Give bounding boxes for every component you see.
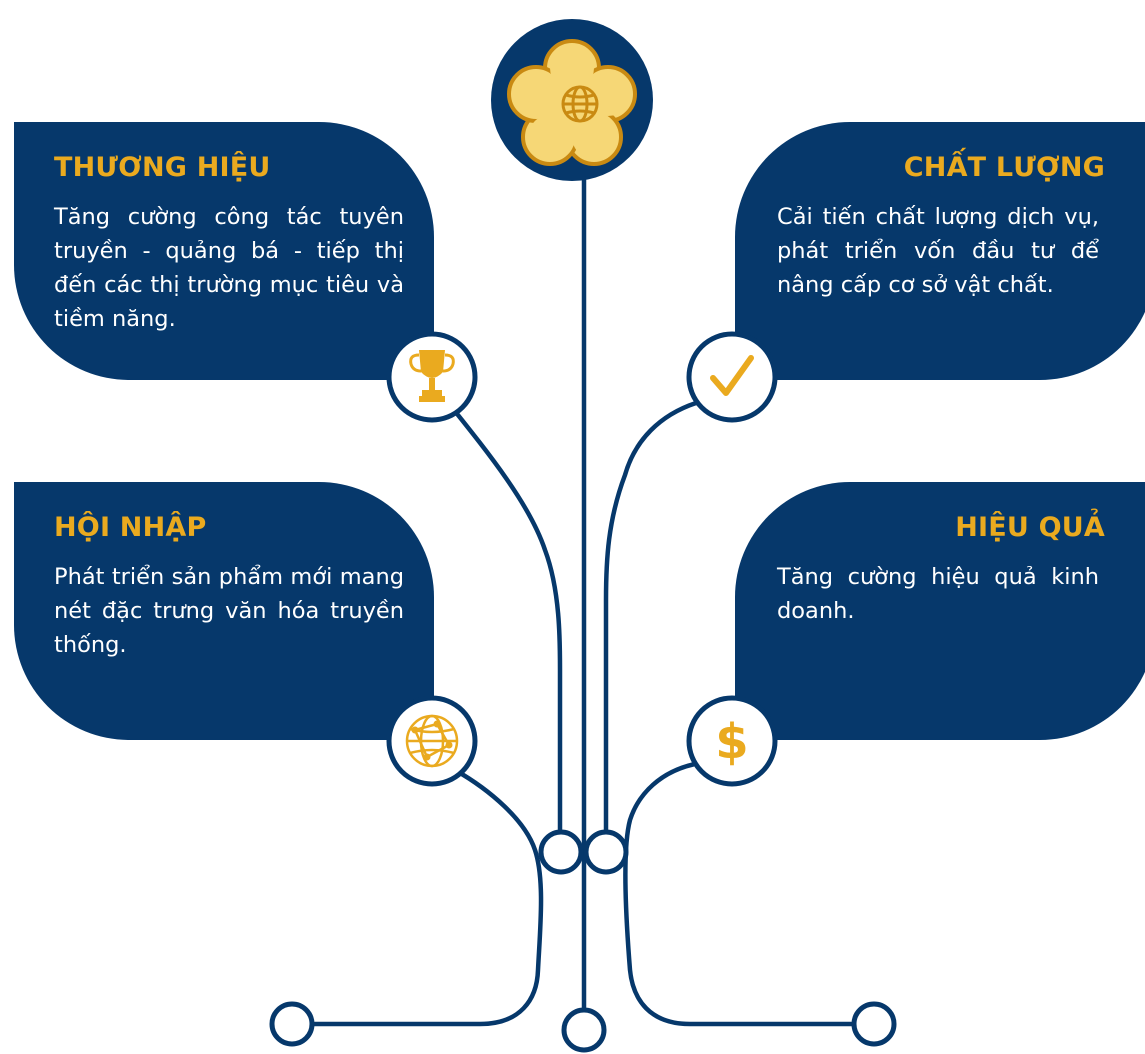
card-text-hieu-qua: Tăng cường hiệu quả kinh doanh. (777, 564, 1099, 624)
card-thuong-hieu: THƯƠNG HIỆU Tăng cường công tác tuyên tr… (14, 122, 434, 380)
branch-thuong-hieu (447, 402, 563, 838)
svg-text:$: $ (715, 714, 748, 770)
card-chat-luong: CHẤT LƯỢNG Cải tiến chất lượng dịch vụ, … (735, 122, 1145, 380)
card-title-thuong-hieu: THƯƠNG HIỆU (54, 152, 271, 183)
globe-network-icon (386, 695, 478, 787)
root-node-center-bottom (561, 1007, 607, 1053)
dollar-icon: $ (686, 695, 778, 787)
root-node-right (851, 1001, 897, 1047)
branch-hieu-qua (623, 760, 855, 1027)
card-text-hoi-nhap: Phát triển sản phẩm mới mang nét đặc trư… (54, 564, 404, 658)
checkmark-icon (686, 331, 778, 423)
card-title-hieu-qua: HIỆU QUẢ (955, 512, 1105, 543)
trophy-icon (386, 331, 478, 423)
root-nodes (269, 829, 897, 1053)
card-hieu-qua: HIỆU QUẢ Tăng cường hiệu quả kinh doanh. (735, 482, 1145, 740)
card-hoi-nhap: HỘI NHẬP Phát triển sản phẩm mới mang né… (14, 482, 434, 740)
card-title-hoi-nhap: HỘI NHẬP (54, 512, 207, 543)
root-node-center-right (583, 829, 629, 875)
root-node-left (269, 1001, 315, 1047)
root-node-center-left (538, 829, 584, 875)
tree-connectors (309, 97, 855, 1027)
card-text-chat-luong: Cải tiến chất lượng dịch vụ, phát triển … (777, 204, 1099, 298)
golden-apricot-blossom-globe-icon (491, 19, 653, 181)
card-title-chat-luong: CHẤT LƯỢNG (903, 152, 1105, 183)
branch-hoi-nhap (309, 767, 544, 1027)
card-text-thuong-hieu: Tăng cường công tác tuyên truyền - quảng… (54, 204, 404, 332)
branch-chat-luong (603, 400, 699, 833)
